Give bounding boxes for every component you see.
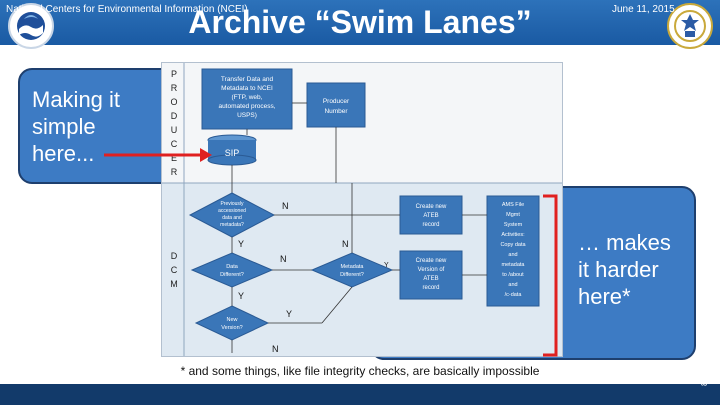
box-text: AMS File <box>502 202 524 208</box>
diamond-text: New <box>226 317 237 323</box>
box-text: System <box>504 222 523 228</box>
transfer-text: (FTP, web, <box>232 94 263 101</box>
lane-letter: C <box>171 139 178 149</box>
box-text: Version of <box>418 267 445 273</box>
producer-number-text: Number <box>324 108 348 115</box>
edge-label: Y <box>384 262 389 269</box>
transfer-text: automated process, <box>218 103 275 110</box>
diamond-text: metadata? <box>220 222 244 228</box>
producer-number-box <box>306 82 366 128</box>
red-arrow-head <box>200 148 212 162</box>
lane-letter: D <box>171 251 178 261</box>
sip-label: SIP <box>225 148 240 158</box>
lane-letter: R <box>171 83 178 93</box>
diamond-text: Metadata <box>341 264 365 270</box>
producer-number-text: Producer <box>323 98 350 105</box>
footer-bar <box>0 384 720 405</box>
box-text: ATEB <box>423 213 438 219</box>
footnote: * and some things, like file integrity c… <box>180 364 540 378</box>
lane-letter: D <box>171 111 178 121</box>
lane-letter: P <box>171 69 177 79</box>
lane-letter: U <box>171 125 178 135</box>
box-text: Copy data <box>500 242 526 248</box>
lane-letter: O <box>170 97 177 107</box>
box-text: Activities: <box>501 232 525 238</box>
create-new-version-box <box>399 250 463 300</box>
footer-org: National Centers for Environmental Infor… <box>6 4 248 15</box>
edge-label: N <box>282 201 289 211</box>
diamond-text: Data <box>226 264 239 270</box>
box-text: Mgmt <box>506 212 520 218</box>
box-text: metadata <box>502 262 526 268</box>
diamond-text: Version? <box>221 325 242 331</box>
right-callout-line: it harder <box>578 257 659 282</box>
box-text: record <box>422 222 439 228</box>
edge-label: N <box>342 239 349 249</box>
lane-letter: R <box>171 167 178 177</box>
diamond-text: data and <box>222 215 242 221</box>
red-bracket <box>543 194 558 357</box>
edge-label: Y <box>238 239 244 249</box>
edge-label: N <box>280 254 287 264</box>
footer-date: June 11, 2015 <box>612 4 675 15</box>
box-text: to /about <box>502 272 524 278</box>
diamond-text: Previously <box>220 201 244 207</box>
box-text: record <box>422 285 439 291</box>
diamond-text: Different? <box>220 272 244 278</box>
transfer-data-box <box>201 68 293 130</box>
box-text: /c-data <box>505 292 523 298</box>
left-callout-line: here... <box>32 141 95 166</box>
page-number: 8 <box>700 381 709 386</box>
edge-label: N <box>272 344 279 354</box>
diamond-text: Different? <box>340 272 364 278</box>
right-callout-text: … makes it harder here* <box>578 229 688 310</box>
transfer-text: Transfer Data and <box>221 76 274 83</box>
box-text: Create new <box>416 258 447 264</box>
right-callout-line: here* <box>578 284 631 309</box>
commerce-seal-logo <box>667 3 713 49</box>
transfer-text: Metadata to NCEI <box>221 85 273 92</box>
edge-label: Y <box>238 291 244 301</box>
box-text: ATEB <box>423 276 438 282</box>
create-new-ateb-box <box>399 195 463 235</box>
slide-title: Archive “Swim Lanes” <box>188 4 532 40</box>
box-text: and <box>508 282 517 288</box>
diamond-text: accessioned <box>218 208 246 214</box>
sip-cylinder-body <box>208 140 256 160</box>
ams-file-mgmt-box <box>486 195 540 307</box>
lane-letter: C <box>171 265 178 275</box>
box-text: and <box>508 252 517 258</box>
lane-letter: E <box>171 153 177 163</box>
right-callout-line: … makes <box>578 230 671 255</box>
left-callout-line: Making it <box>32 87 121 112</box>
swim-lane-diagram: P R O D U C E R D C M Transfer Data and … <box>161 62 563 357</box>
left-callout: Making it simple here... <box>18 68 188 184</box>
edge-label: Y <box>286 309 292 319</box>
transfer-text: USPS) <box>237 112 257 119</box>
title-bar <box>0 0 720 45</box>
lane-letter: M <box>170 279 178 289</box>
box-text: Create new <box>416 204 447 210</box>
connector <box>321 286 353 324</box>
noaa-logo <box>8 3 54 49</box>
left-callout-line: simple <box>32 114 96 139</box>
